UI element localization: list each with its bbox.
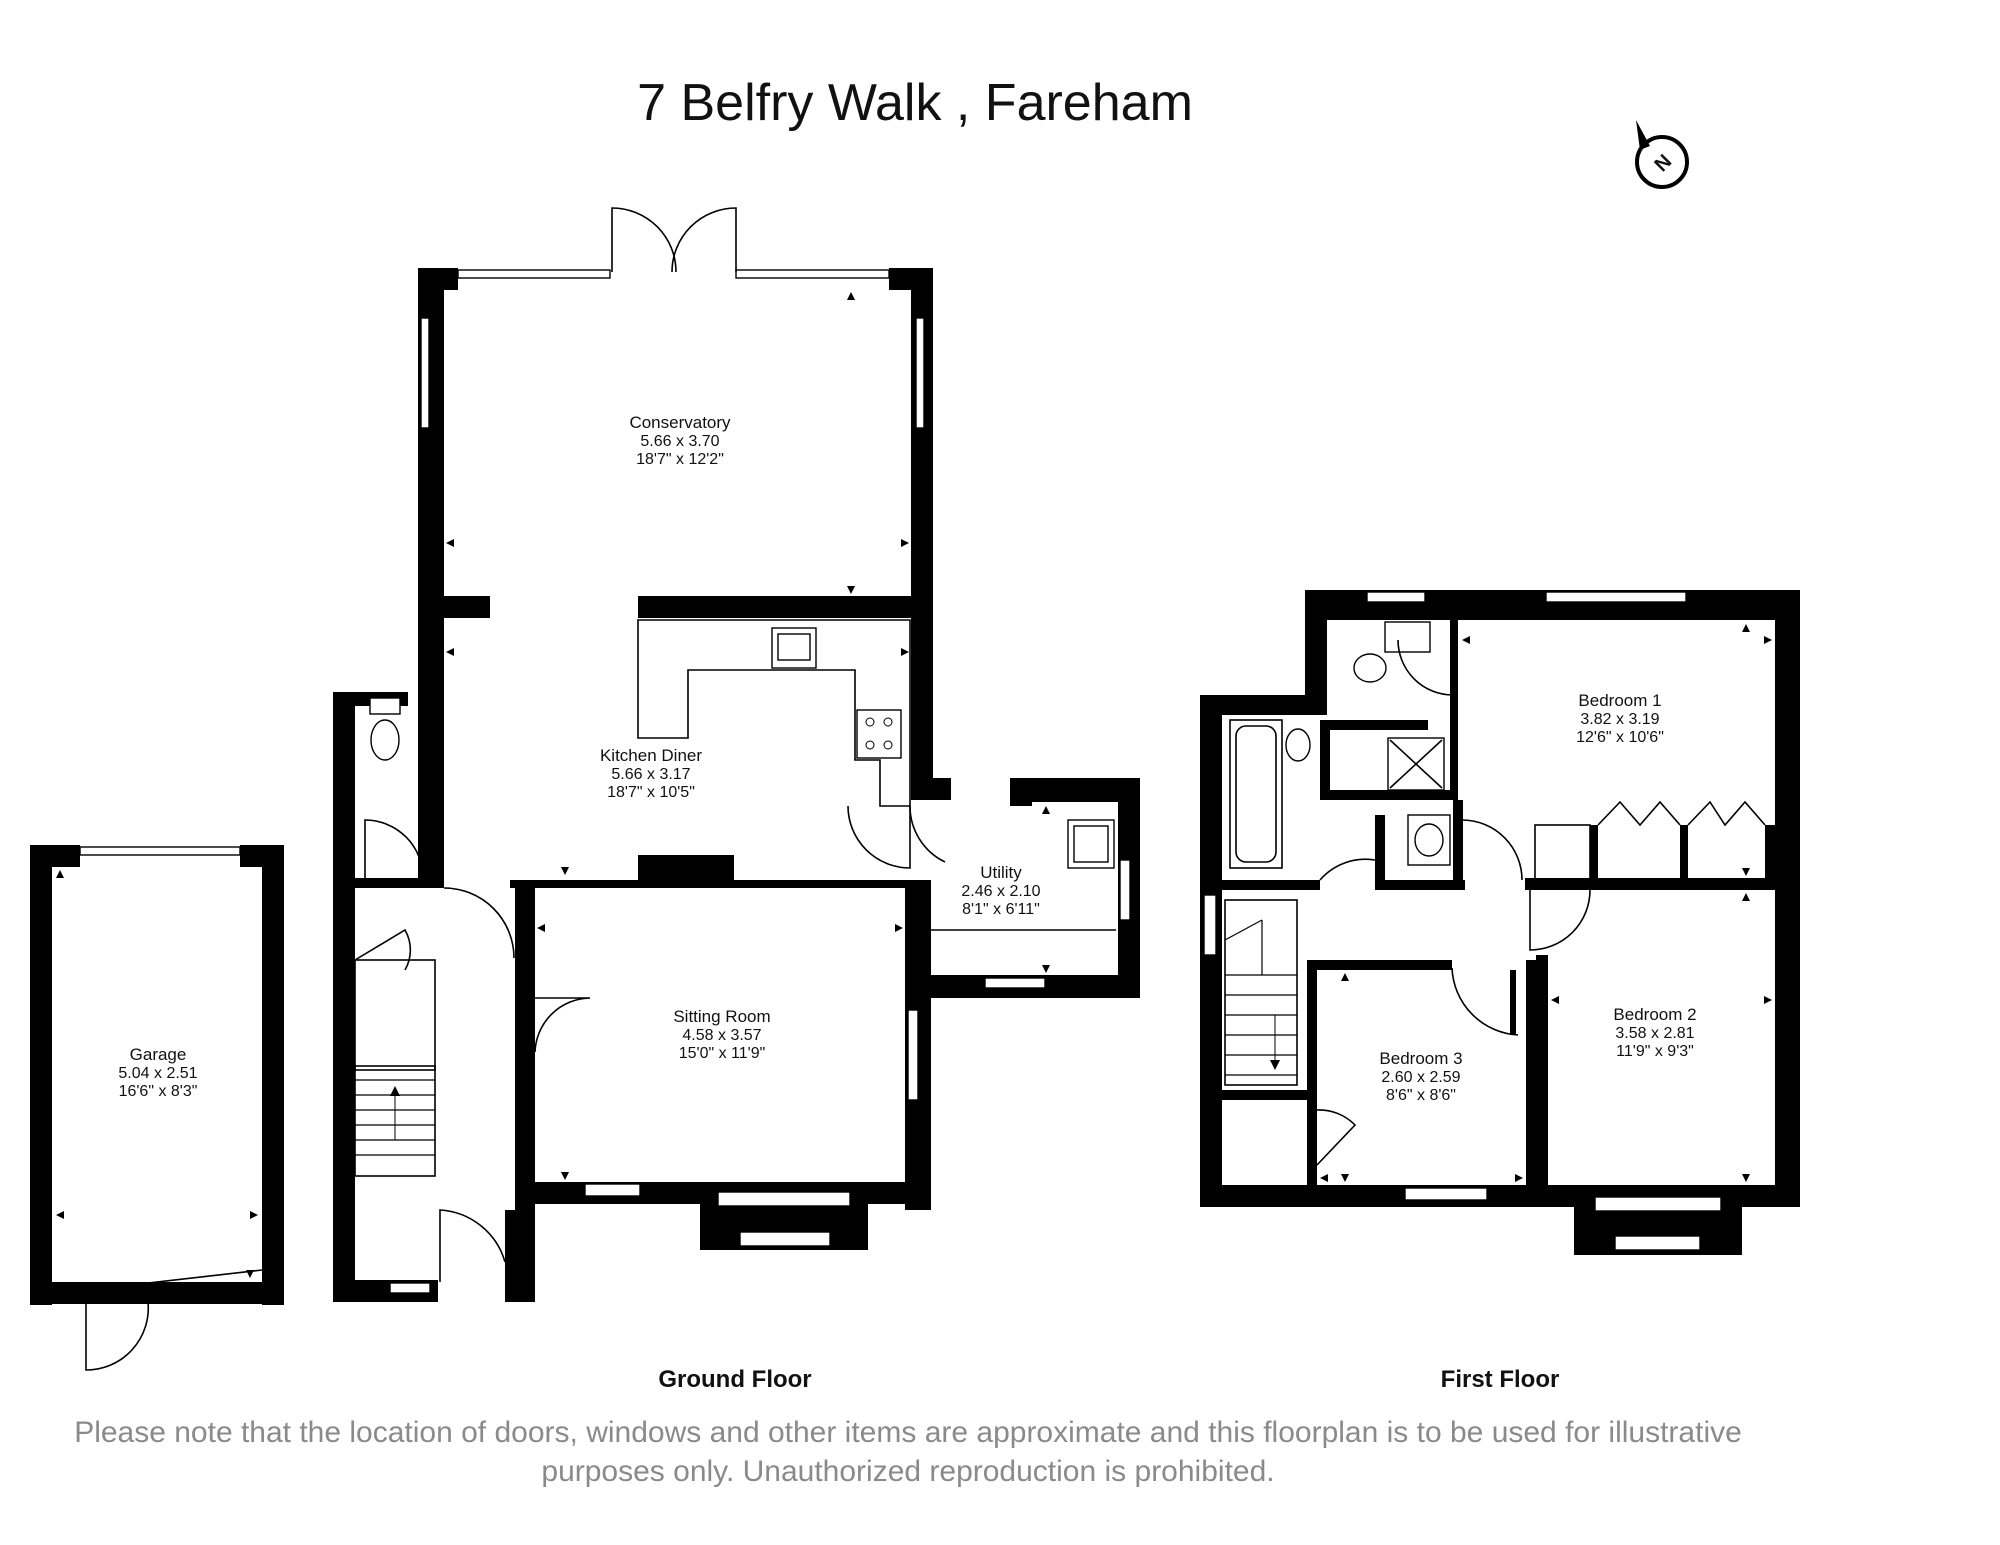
room-metric: 5.04 x 2.51 xyxy=(118,1065,197,1082)
room-imperial: 18'7" x 10'5" xyxy=(607,784,695,801)
disclaimer-line-1: Please note that the location of doors, … xyxy=(74,1416,1742,1449)
room-label-bedroom-1: Bedroom 1 3.82 x 3.19 12'6" x 10'6" xyxy=(1576,691,1664,746)
room-name: Bedroom 3 xyxy=(1379,1049,1462,1068)
room-label-bedroom-2: Bedroom 2 3.58 x 2.81 11'9" x 9'3" xyxy=(1613,1005,1696,1060)
property-title: 7 Belfry Walk , Fareham xyxy=(637,74,1193,132)
room-metric: 2.60 x 2.59 xyxy=(1381,1069,1460,1086)
north-compass-icon: N xyxy=(1635,120,1689,189)
disclaimer-line-2: purposes only. Unauthorized reproduction… xyxy=(541,1455,1274,1488)
room-label-bedroom-3: Bedroom 3 2.60 x 2.59 8'6" x 8'6" xyxy=(1379,1049,1462,1104)
room-imperial: 16'6" x 8'3" xyxy=(119,1083,198,1100)
room-label-kitchen-diner: Kitchen Diner 5.66 x 3.17 18'7" x 10'5" xyxy=(600,746,702,801)
room-metric: 3.58 x 2.81 xyxy=(1615,1025,1694,1042)
room-label-utility: Utility 2.46 x 2.10 8'1" x 6'11" xyxy=(961,863,1040,918)
room-name: Sitting Room xyxy=(673,1007,770,1026)
first-floor-caption: First Floor xyxy=(1441,1366,1560,1393)
room-name: Utility xyxy=(980,863,1022,882)
first-floor-plan xyxy=(1200,590,1800,1255)
room-label-sitting-room: Sitting Room 4.58 x 3.57 15'0" x 11'9" xyxy=(673,1007,770,1062)
room-name: Conservatory xyxy=(629,413,731,432)
room-label-garage: Garage 5.04 x 2.51 16'6" x 8'3" xyxy=(118,1045,197,1100)
ground-floor-plan xyxy=(30,207,1140,1371)
room-imperial: 8'6" x 8'6" xyxy=(1386,1087,1456,1104)
room-metric: 3.82 x 3.19 xyxy=(1580,711,1659,728)
room-imperial: 15'0" x 11'9" xyxy=(679,1045,766,1062)
room-metric: 2.46 x 2.10 xyxy=(961,883,1040,900)
room-name: Kitchen Diner xyxy=(600,746,702,765)
room-imperial: 11'9" x 9'3" xyxy=(1616,1043,1694,1060)
room-label-conservatory: Conservatory 5.66 x 3.70 18'7" x 12'2" xyxy=(629,413,731,468)
room-name: Garage xyxy=(130,1045,187,1064)
room-imperial: 12'6" x 10'6" xyxy=(1576,729,1664,746)
room-metric: 5.66 x 3.70 xyxy=(640,433,719,450)
room-metric: 4.58 x 3.57 xyxy=(682,1027,761,1044)
room-imperial: 18'7" x 12'2" xyxy=(636,451,724,468)
room-imperial: 8'1" x 6'11" xyxy=(962,901,1040,918)
room-name: Bedroom 2 xyxy=(1613,1005,1696,1024)
room-name: Bedroom 1 xyxy=(1578,691,1661,710)
room-metric: 5.66 x 3.17 xyxy=(611,766,690,783)
ground-floor-caption: Ground Floor xyxy=(658,1366,811,1393)
